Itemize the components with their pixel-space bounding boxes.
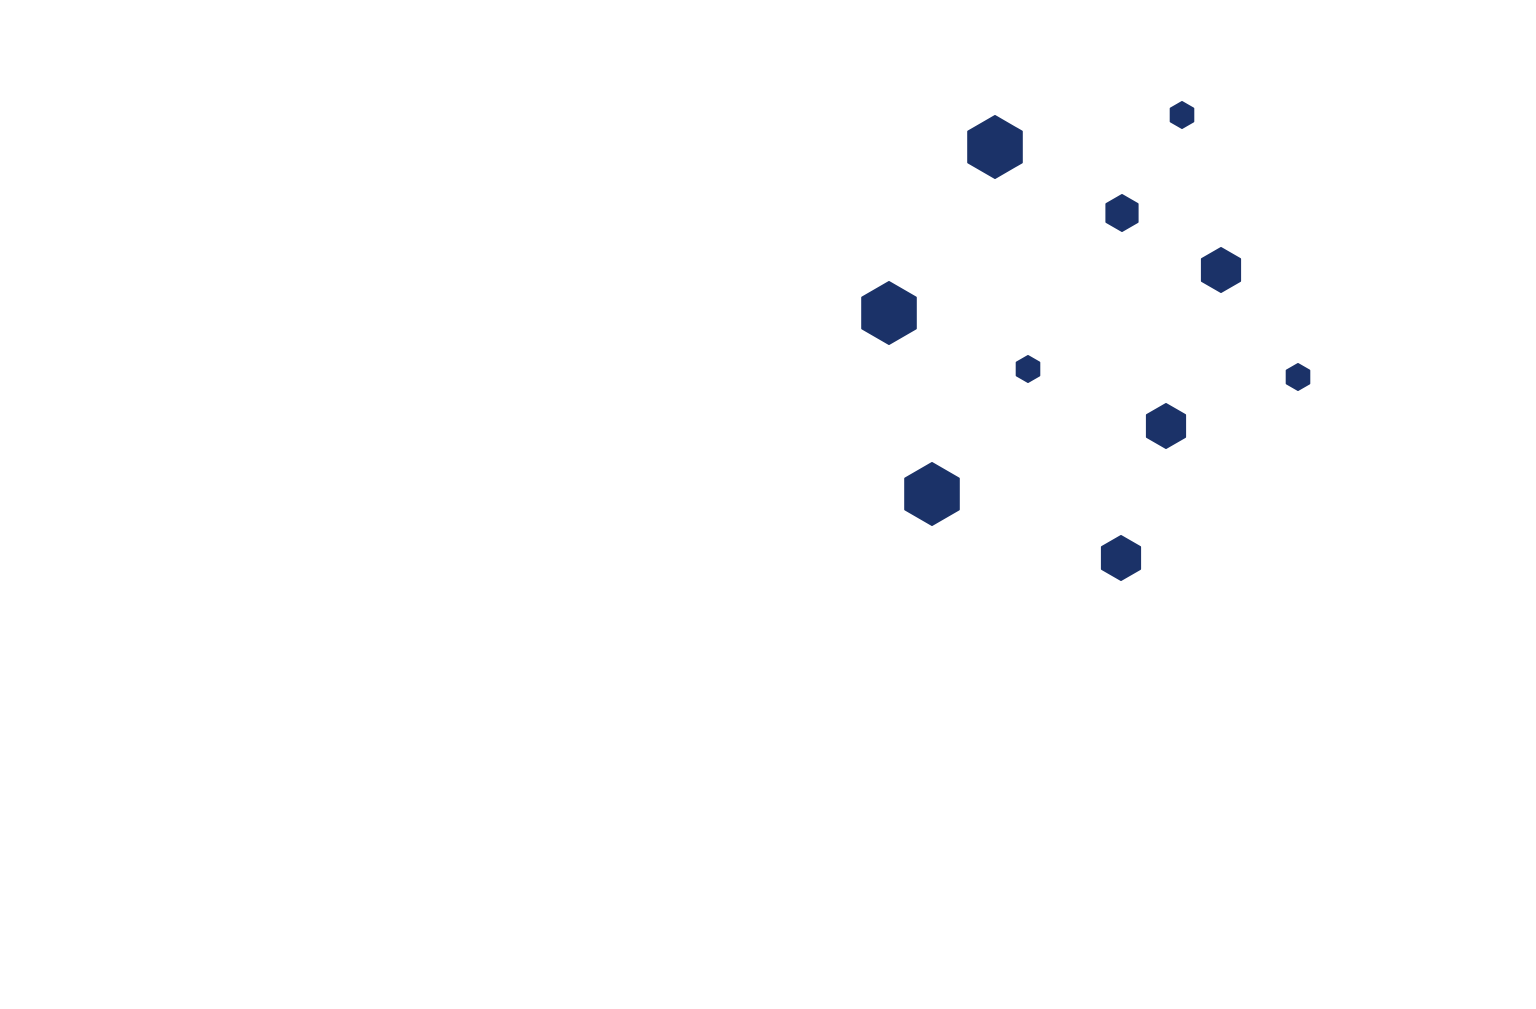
hexagon-shape: [1105, 194, 1139, 232]
hexagon-shape: [967, 115, 1023, 179]
hexagon-shape: [1145, 403, 1187, 449]
hexagon-shape: [1015, 355, 1041, 383]
hexagon-shape: [1169, 101, 1195, 129]
hexagon-shape: [1100, 535, 1142, 581]
hexagon-shape: [904, 462, 960, 526]
hexagon-shape: [861, 281, 917, 345]
hexagon-shape: [1200, 247, 1242, 293]
hexagon-shape: [1285, 363, 1311, 391]
